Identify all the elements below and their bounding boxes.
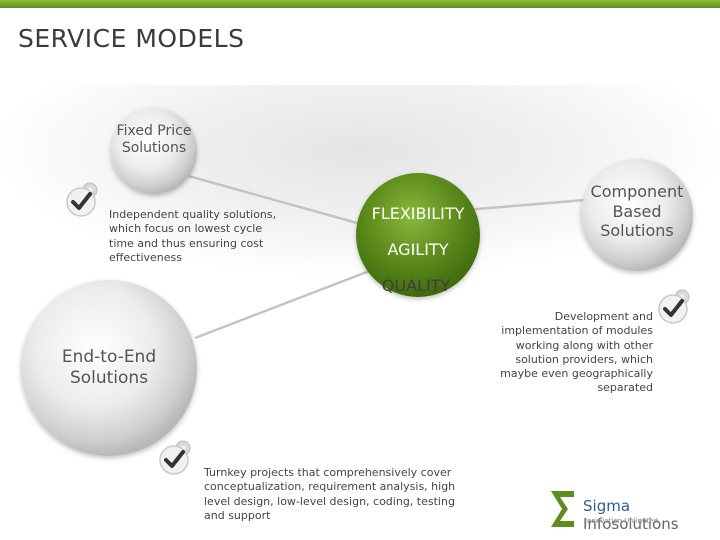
fixed-price-label: Fixed Price Solutions (116, 123, 192, 157)
check-badge-icon (658, 289, 690, 324)
connector-fixed-price (184, 173, 376, 230)
logo-name-b: Infosolutions (583, 515, 679, 533)
top-accent-bar (0, 0, 720, 8)
end-to-end-label: End-to-End Solutions (61, 347, 157, 388)
center-circle (356, 173, 480, 297)
connector-end-to-end (194, 268, 373, 340)
component-label: Component Based Solutions (590, 182, 684, 241)
logo-name-a: Sigma (583, 497, 631, 515)
component-description: Development and implementation of module… (500, 310, 653, 395)
logo-tagline: Innovation Unlimited (585, 517, 658, 525)
end-to-end-description: Turnkey projects that comprehensively co… (204, 466, 456, 522)
connector-component (464, 198, 586, 212)
fixed-price-description: Independent quality solutions, which foc… (109, 208, 277, 264)
logo-name: Sigma Infosolutions (583, 497, 720, 533)
center-quality: QUALITY (381, 276, 451, 295)
center-flexibility: FLEXIBILITY (371, 204, 465, 223)
sigma-logo-icon (551, 491, 574, 527)
check-badge-icon (66, 182, 98, 217)
component-circle (581, 159, 693, 271)
fixed-price-circle (111, 108, 197, 194)
end-to-end-circle (21, 280, 197, 456)
check-badge-icon (159, 440, 191, 475)
center-agility: AGILITY (387, 240, 449, 259)
page-title: SERVICE MODELS (18, 24, 245, 53)
